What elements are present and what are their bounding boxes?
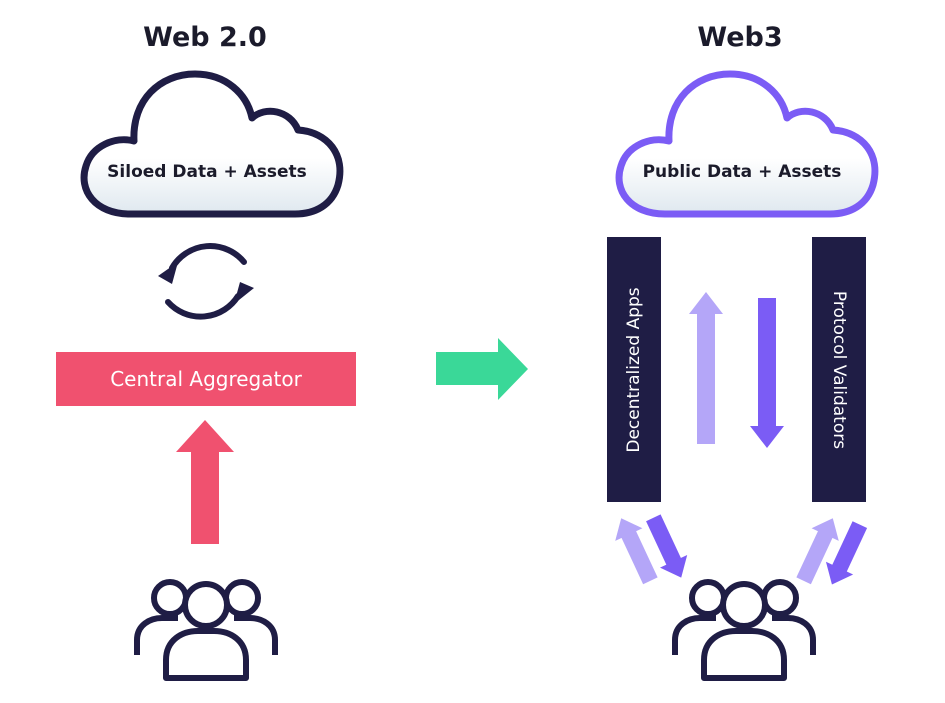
arrow-down-icon [646,514,688,578]
sync-arrowhead [158,262,178,284]
sync-arrows-icon [165,243,247,320]
arrow-down-icon [825,521,868,585]
protocol-validators-bar: Protocol Validators [812,237,866,502]
siloed-data-label: Siloed Data + Assets [107,162,307,182]
decentralized-apps-label: Decentralized Apps [624,286,644,453]
users-group-icon [134,579,278,681]
protocol-validators-label: Protocol Validators [829,290,849,449]
cloud-icon [615,70,879,218]
arrow-right-icon [436,338,528,400]
web2-title: Web 2.0 [143,22,267,53]
arrow-up-icon [689,292,723,444]
users-group-icon [672,579,816,681]
arrow-up-icon [176,420,234,544]
cloud-icon [80,70,344,218]
public-data-label: Public Data + Assets [642,162,842,182]
decentralized-apps-bar: Decentralized Apps [607,237,661,502]
arrow-up-icon [615,518,658,585]
central-aggregator-label: Central Aggregator [110,367,302,391]
arrow-down-icon [750,298,784,448]
sync-arrowhead [234,282,254,304]
arrow-up-icon [796,518,839,585]
web3-title: Web3 [697,22,783,53]
central-aggregator-box: Central Aggregator [56,352,356,406]
